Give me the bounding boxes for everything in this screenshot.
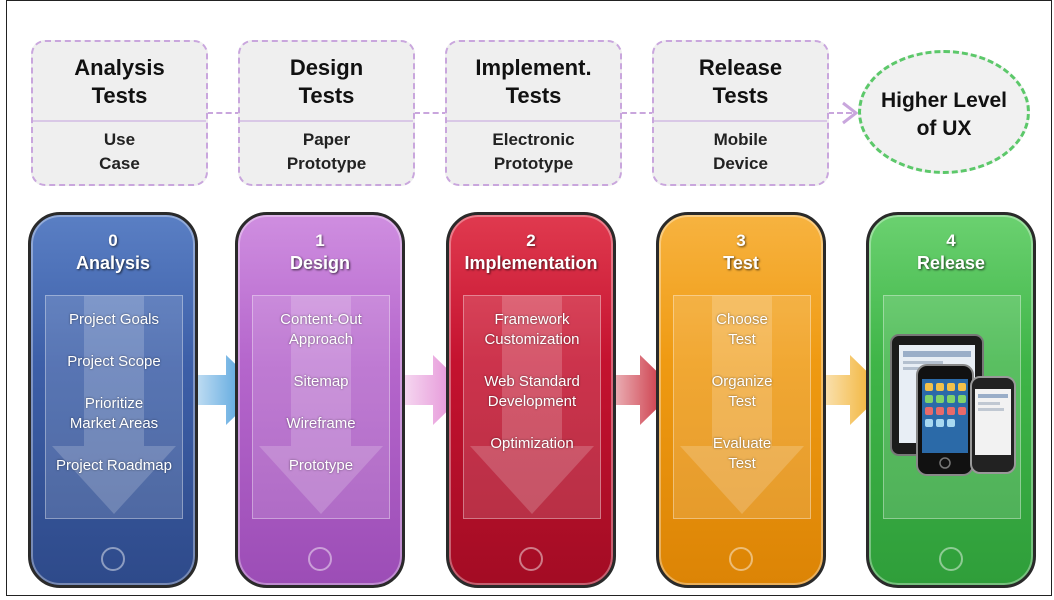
- down-arrow-icon: [259, 296, 383, 514]
- home-button-icon: [308, 547, 332, 571]
- phase-number: 4: [946, 231, 956, 250]
- test-title: Release Tests: [698, 55, 783, 108]
- phase-item: Wireframe: [286, 415, 356, 432]
- phase-item: Project Goals: [68, 311, 160, 328]
- divider: [240, 120, 413, 122]
- phase-number: 2: [526, 231, 536, 250]
- higher-ux-goal: Higher Level of UX: [858, 50, 1030, 174]
- phase-analysis: 0 Analysis Project Goals Project Scope P…: [28, 212, 198, 588]
- phase-title: Test: [723, 253, 759, 273]
- phase-number: 1: [315, 231, 325, 250]
- home-button-icon: [101, 547, 125, 571]
- phase-release: 4 Release: [866, 212, 1036, 588]
- phase-design: 1 Design Content-Out Approach Sitemap Wi…: [235, 212, 405, 588]
- phase-title: Implementation: [464, 253, 598, 273]
- divider: [654, 120, 827, 122]
- test-subtitle: Paper Prototype: [286, 130, 367, 173]
- phase-title: Release: [916, 253, 986, 273]
- phase-item: Evaluate Test: [712, 435, 772, 472]
- phase-test: 3 Test Choose Test Organize Test Evaluat…: [656, 212, 826, 588]
- home-button-icon: [939, 547, 963, 571]
- dashed-connector: [621, 112, 655, 114]
- phase-item: Project Roadmap: [56, 457, 172, 474]
- down-arrow-icon: [52, 296, 176, 514]
- design-tests-box: Design Tests Paper Prototype: [238, 40, 415, 186]
- phase-item: Organize Test: [711, 373, 773, 410]
- phase-item: Framework Customization: [484, 311, 580, 348]
- analysis-tests-box: Analysis Tests Use Case: [31, 40, 208, 186]
- phase-item: Choose Test: [716, 311, 768, 348]
- home-button-icon: [729, 547, 753, 571]
- test-subtitle: Use Case: [99, 130, 140, 173]
- test-title: Design Tests: [289, 55, 364, 108]
- phase-title: Analysis: [75, 253, 151, 273]
- phase-item: Project Scope: [67, 353, 161, 370]
- phase-item: Optimization: [490, 435, 574, 452]
- phase-implementation: 2 Implementation Framework Customization…: [446, 212, 616, 588]
- chevron-right-icon: [842, 101, 859, 125]
- phase-screen: Choose Test Organize Test Evaluate Test: [673, 295, 811, 519]
- down-arrow-icon: [680, 296, 804, 514]
- phase-screen: Framework Customization Web Standard Dev…: [463, 295, 601, 519]
- test-title: Implement. Tests: [475, 55, 592, 108]
- phase-title: Design: [289, 253, 350, 273]
- implement-tests-box: Implement. Tests Electronic Prototype: [445, 40, 622, 186]
- mobile-devices-icon: [890, 334, 1016, 476]
- dashed-connector: [207, 112, 241, 114]
- divider: [447, 120, 620, 122]
- divider: [33, 120, 206, 122]
- goal-text: Higher Level of UX: [880, 89, 1008, 140]
- phase-number: 3: [736, 231, 746, 250]
- phase-item: Content-Out Approach: [280, 311, 362, 348]
- phase-item: Prioritize Market Areas: [69, 395, 159, 432]
- phase-number: 0: [108, 231, 118, 250]
- test-subtitle: Electronic Prototype: [492, 130, 575, 173]
- dashed-connector: [414, 112, 448, 114]
- dashed-connector: [828, 112, 852, 114]
- down-arrow-icon: [470, 296, 594, 514]
- home-button-icon: [519, 547, 543, 571]
- phase-screen: Content-Out Approach Sitemap Wireframe P…: [252, 295, 390, 519]
- release-tests-box: Release Tests Mobile Device: [652, 40, 829, 186]
- phase-item: Prototype: [288, 457, 354, 474]
- test-subtitle: Mobile Device: [713, 130, 768, 173]
- diagram-frame: [6, 0, 1052, 596]
- phase-item: Web Standard Development: [484, 373, 580, 410]
- test-title: Analysis Tests: [74, 55, 165, 108]
- phase-item: Sitemap: [293, 373, 349, 390]
- phase-screen: Project Goals Project Scope Prioritize M…: [45, 295, 183, 519]
